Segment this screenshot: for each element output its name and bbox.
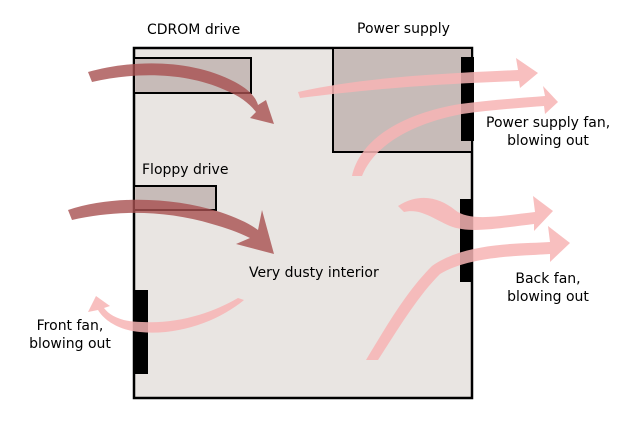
power-supply-label: Power supply (357, 21, 450, 37)
outflow-arrow-back-bottom (366, 226, 570, 360)
outflow-arrow-back-top (398, 196, 553, 231)
outflow-arrow-psu-bottom (352, 86, 558, 176)
power-supply-fan-label-line1: Power supply fan, (486, 115, 611, 131)
power-supply-fan-label-line2: blowing out (507, 133, 589, 149)
power-supply-box (332, 47, 473, 153)
interior-label: Very dusty interior (249, 265, 379, 281)
inflow-arrow-floppy (68, 199, 274, 254)
floppy-drive-label: Floppy drive (142, 162, 229, 178)
inflow-arrow-cdrom (88, 63, 274, 124)
back-fan-label: Back fan, blowing out (496, 270, 600, 306)
back-fan (460, 199, 473, 282)
front-fan-label-line2: blowing out (29, 336, 111, 352)
back-fan-label-line1: Back fan, (515, 271, 581, 287)
front-fan-label-line1: Front fan, (36, 318, 104, 334)
power-supply-fan-label: Power supply fan, blowing out (486, 114, 610, 150)
outflow-arrow-psu-top (298, 58, 538, 98)
back-fan-label-line2: blowing out (507, 289, 589, 305)
outflow-arrow-front (88, 296, 244, 333)
cdrom-drive-label: CDROM drive (147, 22, 241, 38)
front-fan-label: Front fan, blowing out (18, 317, 122, 353)
power-supply-fan (461, 57, 474, 141)
